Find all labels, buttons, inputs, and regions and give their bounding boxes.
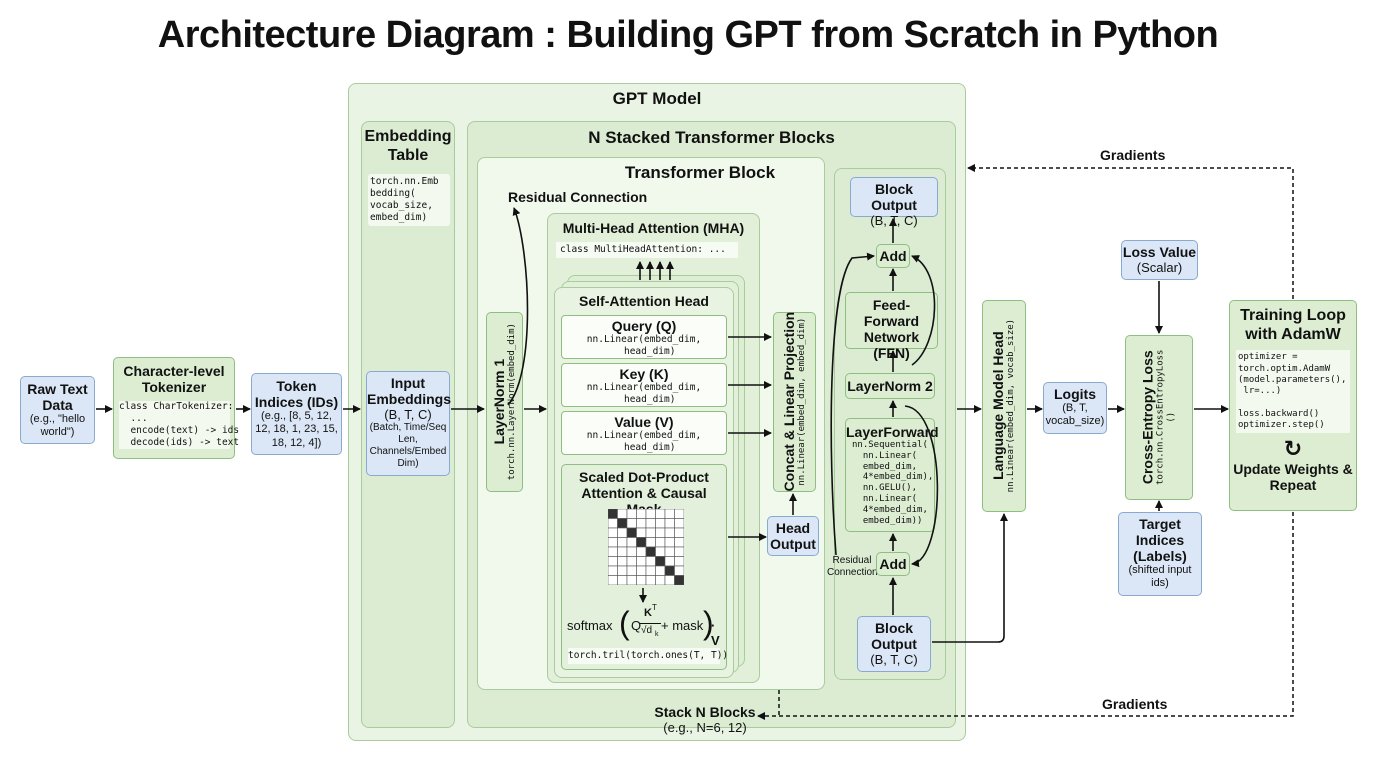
tokenizer-box: Character-level Tokenizer class CharToke…: [113, 357, 240, 459]
value-code: nn.Linear(embed_dim, head_dim): [586, 430, 702, 453]
embedding-code: torch.nn.Emb bedding( vocab_size, embed_…: [368, 174, 450, 226]
stack-n-blocks-note: (e.g., N=6, 12): [663, 720, 747, 735]
stack-n-blocks-title: Stack N Blocks: [654, 704, 756, 720]
arrow-block-output-to-lm-head: [932, 513, 1008, 643]
ffn-title: Feed-Forward Network (FFN): [863, 297, 920, 362]
add-top-box: Add: [876, 244, 910, 268]
query-box: Query (Q) nn.Linear(embed_dim, head_dim): [561, 315, 727, 359]
update-weights-label: Update Weights & Repeat: [1233, 461, 1353, 494]
head-output-box: Head Output: [767, 516, 819, 556]
formula-fraction-bar: [640, 623, 661, 624]
input-embeddings-note: (Batch, Time/Seq Len, Channels/Embed Dim…: [369, 422, 447, 470]
raw-text-title: Raw Text Data: [27, 381, 88, 414]
input-embeddings-box: Input Embeddings (B, T, C) (Batch, Time/…: [366, 371, 452, 476]
loss-value-title: Loss Value: [1122, 244, 1197, 260]
gradients-bottom-label: Gradients: [1102, 696, 1168, 712]
logits-box: Logits (B, T, vocab_size): [1043, 382, 1107, 434]
value-title: Value (V): [614, 414, 674, 430]
layerforward-code: nn.Sequential( nn.Linear( embed_dim, 4*e…: [852, 440, 934, 526]
training-loop-box: Training Loop with AdamW optimizer = tor…: [1229, 300, 1357, 511]
formula-softmax: softmax: [567, 618, 613, 633]
input-embeddings-shape: (B, T, C): [384, 407, 432, 423]
residual-curve-right-lower: [904, 405, 939, 568]
lm-head-box: Language Model Head nn.Linear(embed_dim,…: [982, 300, 1026, 512]
formula-sqrt: √d: [641, 625, 653, 636]
layernorm1-box: LayerNorm 1 torch.nn.LayerNorm(embed_dim…: [486, 312, 523, 492]
residual-connection-side-label: Residual Connection: [827, 555, 878, 578]
raw-text-data-box: Raw Text Data (e.g., "hello world"): [20, 376, 95, 444]
self-attention-head-title: Self-Attention Head: [579, 293, 709, 309]
target-indices-title: Target Indices (Labels): [1133, 516, 1187, 565]
target-indices-note: (shifted input ids): [1128, 564, 1192, 589]
refresh-icon: ↻: [1283, 437, 1303, 463]
mha-title: Multi-Head Attention (MHA): [562, 220, 745, 236]
cross-entropy-loss-box: Cross-Entropy Loss torch.nn.CrossEntropy…: [1125, 335, 1193, 500]
query-code: nn.Linear(embed_dim, head_dim): [586, 334, 702, 357]
value-box: Value (V) nn.Linear(embed_dim, head_dim): [561, 411, 727, 455]
loss-value-box: Loss Value (Scalar): [1121, 240, 1198, 280]
formula-kt-sup: T: [652, 603, 657, 612]
residual-curve-top: [507, 207, 529, 406]
stack-n-blocks-label: Stack N Blocks (e.g., N=6, 12): [640, 704, 770, 735]
key-code: nn.Linear(embed_dim, head_dim): [586, 382, 702, 405]
embedding-table-title: Embedding Table: [364, 128, 452, 165]
token-indices-box: Token Indices (IDs) (e.g., [8, 5, 12, 12…: [251, 373, 342, 455]
target-indices-box: Target Indices (Labels) (shifted input i…: [1118, 512, 1202, 596]
block-output-bottom-shape: (B, T, C): [870, 652, 918, 668]
formula-paren-left: (: [619, 605, 630, 641]
stacked-blocks-title: N Stacked Transformer Blocks: [588, 128, 835, 147]
transformer-block-title: Transformer Block: [624, 163, 776, 182]
residual-line-left: [830, 252, 875, 556]
tril-code: torch.tril(torch.ones(T, T)): [568, 648, 728, 664]
formula-sqrt-sub: k: [655, 631, 659, 638]
logits-title: Logits: [1054, 386, 1096, 402]
head-output-title: Head Output: [770, 520, 816, 553]
causal-mask-svg: [607, 508, 685, 586]
query-title: Query (Q): [611, 318, 677, 334]
causal-mask-grid: [607, 508, 685, 586]
block-output-top-box: Block Output (B, T, C): [850, 177, 938, 228]
residual-connection-label: Residual Connection: [508, 189, 648, 205]
key-box: Key (K) nn.Linear(embed_dim, head_dim): [561, 363, 727, 407]
training-loop-code: optimizer = torch.optim.AdamW (model.par…: [1236, 350, 1350, 434]
formula-mask: + mask: [661, 618, 704, 633]
tokenizer-title: Character-level Tokenizer: [123, 363, 225, 396]
block-output-bottom-box: Block Output (B, T, C): [857, 616, 931, 672]
gradients-top-label: Gradients: [1100, 147, 1166, 163]
diagram-title: Architecture Diagram : Building GPT from…: [157, 14, 1219, 56]
key-title: Key (K): [619, 366, 669, 382]
attention-formula: softmax ( Q K T √d k + mask ) · V: [565, 603, 725, 648]
formula-kt: K: [644, 607, 652, 619]
block-output-top-title: Block Output: [871, 181, 917, 213]
mha-code: class MultiHeadAttention: ...: [556, 242, 738, 258]
raw-text-note: (e.g., "hello world"): [29, 413, 86, 438]
block-output-bottom-title: Block Output: [871, 620, 917, 653]
training-loop-title: Training Loop with AdamW: [1240, 307, 1346, 344]
formula-q: Q: [631, 618, 642, 633]
layerforward-title: LayerForward: [846, 424, 939, 440]
token-indices-note: (e.g., [8, 5, 12, 12, 18, 1, 23, 15, 18,…: [255, 410, 338, 449]
formula-v: · V: [711, 618, 720, 648]
residual-curve-right-upper: [911, 255, 936, 366]
ffn-box: Feed-Forward Network (FFN): [845, 292, 938, 361]
layerforward-box: LayerForward nn.Sequential( nn.Linear( e…: [845, 418, 939, 532]
layernorm2-box: LayerNorm 2: [845, 373, 935, 399]
input-embeddings-title: Input Embeddings: [367, 375, 452, 408]
logits-shape: (B, T, vocab_size): [1045, 402, 1105, 427]
tokenizer-code: class CharTokenizer: ... encode(text) ->…: [119, 401, 240, 449]
add-bottom-box: Add: [876, 552, 910, 576]
formula-paren-right: ): [703, 605, 714, 641]
gpt-model-title: GPT Model: [612, 89, 702, 108]
concat-projection-box: Concat & Linear Projection nn.Linear(emb…: [773, 312, 816, 492]
token-indices-title: Token Indices (IDs): [254, 378, 339, 411]
loss-value-note: (Scalar): [1136, 260, 1183, 275]
gradient-path-top: [967, 164, 1294, 299]
gradient-path-bottom: [757, 512, 1294, 720]
